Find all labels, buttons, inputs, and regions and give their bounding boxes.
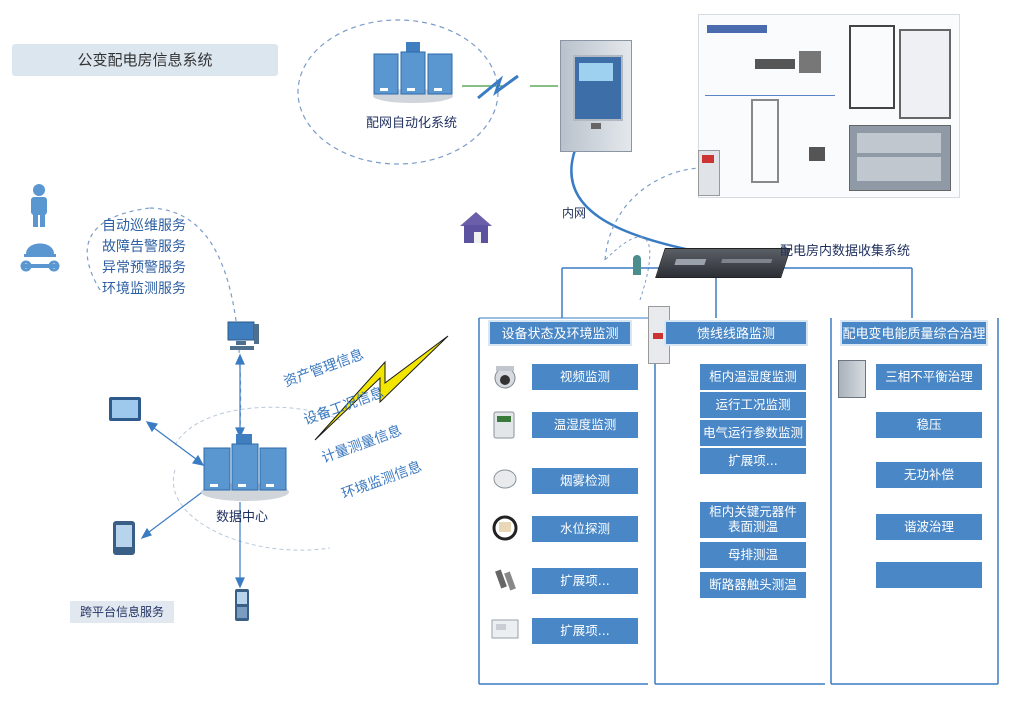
- feeder-extension-button[interactable]: 扩展项...: [700, 448, 806, 474]
- services-list: 自动巡维服务 故障告警服务 异常预警服务 环境监测服务: [102, 216, 186, 300]
- cabinet-temp-humidity-button[interactable]: 柜内温湿度监测: [700, 364, 806, 390]
- monitor-icon: [226, 320, 260, 352]
- sensor-probe-icon: [494, 566, 518, 592]
- extension-button-1[interactable]: 扩展项...: [532, 568, 638, 594]
- power-quality-cabinet-icon: [838, 360, 866, 398]
- three-phase-balance-button[interactable]: 三相不平衡治理: [876, 364, 982, 390]
- wireless-bolt-top: [477, 74, 519, 100]
- thermometer-sensor-icon: [492, 410, 516, 440]
- automation-system-label: 配网自动化系统: [366, 116, 458, 131]
- intranet-label: 内网: [562, 206, 587, 220]
- operating-condition-button[interactable]: 运行工况监测: [700, 392, 806, 418]
- breaker-contact-temp-button[interactable]: 断路器触头测温: [700, 572, 806, 598]
- voltage-stabilize-button[interactable]: 稳压: [876, 412, 982, 438]
- wireless-bolt-yellow: [314, 335, 449, 441]
- phone-icon: [234, 588, 250, 622]
- meter-device-icon: [490, 616, 520, 642]
- quality-panel-header: 配电变电能质量综合治理: [840, 320, 988, 346]
- service-item: 异常预警服务: [102, 260, 186, 276]
- service-item: 环境监测服务: [102, 281, 186, 297]
- camera-icon: [492, 364, 518, 390]
- service-item: 自动巡维服务: [102, 218, 186, 234]
- wiring-diagram-image: [698, 14, 960, 198]
- blank-quality-button[interactable]: [876, 562, 982, 588]
- service-item: 故障告警服务: [102, 239, 186, 255]
- tablet-icon: [108, 396, 142, 422]
- feeder-panel-header: 馈线线路监测: [664, 320, 808, 346]
- cross-platform-label: 跨平台信息服务: [70, 601, 174, 623]
- temp-humidity-button[interactable]: 温湿度监测: [532, 412, 638, 438]
- intranet-link: [570, 149, 691, 252]
- data-center-label: 数据中心: [216, 510, 269, 525]
- smoke-detection-button[interactable]: 烟雾检测: [532, 468, 638, 494]
- data-collector-device-image: [655, 248, 791, 278]
- smoke-detector-icon: [492, 468, 518, 490]
- busbar-temp-button[interactable]: 母排测温: [700, 542, 806, 568]
- antenna-icon: [633, 255, 641, 275]
- control-cabinet-image: [560, 40, 632, 152]
- water-detection-button[interactable]: 水位探测: [532, 516, 638, 542]
- data-center-arrows: [140, 353, 245, 589]
- page-title: 公变配电房信息系统: [12, 44, 278, 76]
- house-icon: [456, 208, 494, 246]
- video-monitoring-button[interactable]: 视频监测: [532, 364, 638, 390]
- ring-main-unit-image: [698, 150, 720, 196]
- env-panel-header: 设备状态及环境监测: [488, 320, 632, 346]
- water-sensor-icon: [490, 514, 520, 542]
- helmet-wrench-icon: [20, 234, 60, 274]
- server-icon: [372, 40, 454, 103]
- pda-icon: [112, 520, 136, 556]
- harmonic-governance-button[interactable]: 谐波治理: [876, 514, 982, 540]
- component-surface-temp-button[interactable]: 柜内关键元器件 表面测温: [700, 502, 806, 538]
- data-center-server-icon: [200, 432, 290, 502]
- person-icon: [26, 184, 52, 228]
- electrical-params-button[interactable]: 电气运行参数监测: [700, 420, 806, 446]
- collector-system-label: 配电房内数据收集系统: [780, 244, 911, 259]
- reactive-compensation-button[interactable]: 无功补偿: [876, 462, 982, 488]
- extension-button-2[interactable]: 扩展项...: [532, 618, 638, 644]
